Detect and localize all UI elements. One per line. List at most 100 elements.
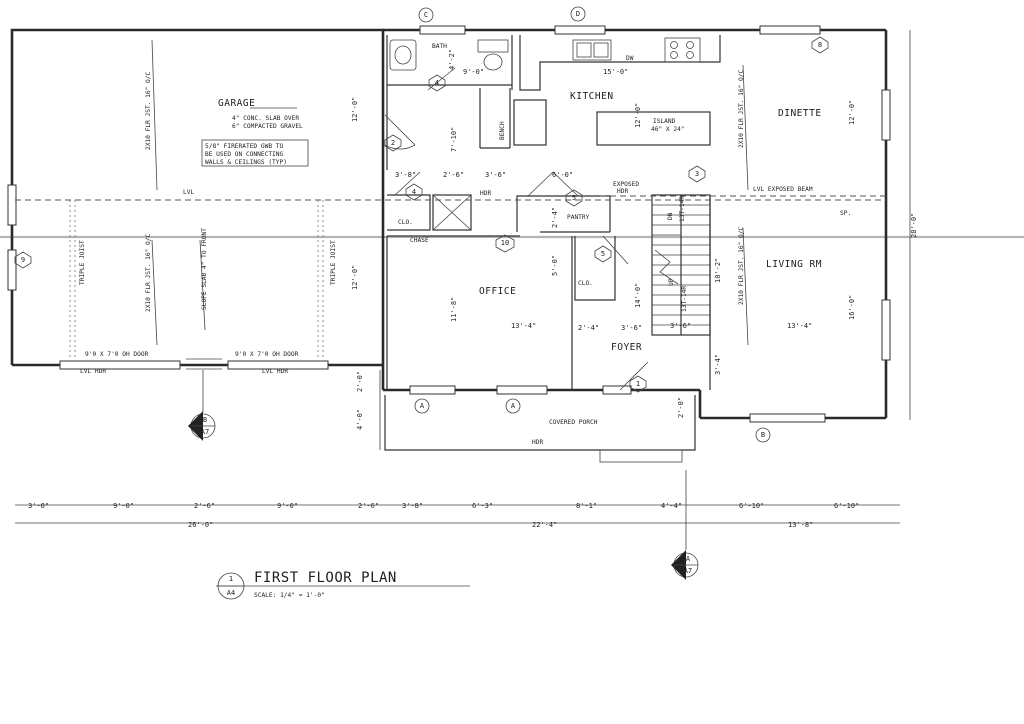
door-tag-10: 10 [501, 239, 509, 247]
room-office-label: OFFICE [479, 286, 516, 297]
dim-string-2: 9'-0" [113, 502, 134, 510]
island-label-2: 46" X 24" [651, 126, 685, 133]
structural-notes: LVL HDR EXPOSED HDR LVL EXPOSED BEAM SP.… [79, 69, 851, 446]
dim-string-9: 4'-4" [661, 502, 682, 510]
dim-string-1: 3'-0" [28, 502, 49, 510]
dim-string-11: 6'-10" [834, 502, 859, 510]
door-tag-1: 1 [636, 380, 640, 388]
reference-tags: C D A A B 8 4 2 4 5 3 10 5 9 1 [14, 6, 829, 443]
dim-string-3: 2'-6" [194, 502, 215, 510]
section-a-sheet: A7 [684, 567, 692, 575]
dim-3-8: 3'-8" [395, 171, 416, 179]
detail-number: 1 [229, 575, 233, 583]
dim-overall-22-4: 22'-4" [532, 521, 557, 529]
dishwasher-label: DW [626, 55, 634, 62]
dim-living-13-4: 13'-4" [787, 322, 812, 330]
dim-porch-2-0-right: 2'-0" [677, 397, 685, 418]
closet-label-hall: CLO. [398, 219, 413, 226]
dim-string-4: 9'-0" [277, 502, 298, 510]
garage-doors [59, 358, 329, 370]
dim-porch-2-0-left: 2'-0" [356, 371, 364, 392]
closet-label-foyer: CLO. [578, 280, 593, 287]
door-tag-4-hall: 4 [412, 188, 416, 196]
oh-door-right: 9'0 X 7'0 OH DOOR [235, 351, 299, 358]
lvl-note: LVL [183, 189, 194, 196]
hdr-note: HDR [480, 190, 491, 197]
door-tag-9: 9 [21, 256, 25, 264]
stair-13-note: 13T-14R [681, 286, 688, 312]
dim-office-13-4: 13'-4" [511, 322, 536, 330]
dim-string-10: 6'-10" [739, 502, 764, 510]
room-living-label: LIVING RM [766, 259, 822, 270]
dim-living-16: 16'-0" [848, 295, 856, 320]
dim-string-8: 8'-1" [576, 502, 597, 510]
lvl-hdr-right: LVL HDR [262, 368, 288, 375]
room-dinette-label: DINETTE [778, 108, 822, 119]
dim-kitchen-width: 15'-0" [603, 68, 628, 76]
oh-door-left: 9'0 X 7'0 OH DOOR [85, 351, 149, 358]
dim-6-0: 6'-0" [552, 171, 573, 179]
dim-garage-lower: 12'-0" [351, 265, 359, 290]
door-tag-8: 8 [818, 41, 822, 49]
grid-tag-a-right: A [511, 402, 516, 410]
sp-note: SP. [840, 210, 851, 217]
slope-slab-note: SLOPE SLAB 4" TO FRONT [201, 228, 208, 310]
interior-walls [386, 35, 721, 390]
stair-dn-note: DN [667, 212, 674, 220]
door-tag-5-closet: 5 [601, 250, 605, 258]
plan-title: FIRST FLOOR PLAN [254, 570, 397, 586]
dim-office-11-8: 11'-8" [450, 297, 458, 322]
windows [7, 25, 891, 423]
fire-note-line-2: BE USED ON CONNECTING [205, 151, 284, 158]
grid-tag-a-left: A [420, 402, 425, 410]
section-b-sheet: A7 [201, 428, 209, 436]
door-tag-3: 3 [695, 170, 699, 178]
joist-note-living: 2X10 FLR JST. 16" O/C [738, 226, 745, 305]
dim-office-5: 5'-0" [551, 255, 559, 276]
plan-scale: SCALE: 1/4" = 1'-0" [254, 592, 325, 599]
hdr-porch-note: HDR [532, 439, 543, 446]
title-block: 1 A4 FIRST FLOOR PLAN SCALE: 1/4" = 1'-0… [217, 570, 397, 600]
garage-note-line-1: 4" CONC. SLAB OVER [232, 115, 299, 122]
dim-foyer-2-4: 2'-4" [578, 324, 599, 332]
dim-bath-width: 4'-2" [448, 49, 456, 70]
section-b-letter: B [203, 416, 207, 424]
dim-overall-13-8: 13'-8" [788, 521, 813, 529]
dimension-labels: 4'-2" 9'-0" 15'-0" 12'-0" 12'-0" 7'-10" … [28, 49, 918, 529]
triple-joist-left: TRIPLE JOIST [79, 240, 86, 285]
joist-note-dinette: 2X10 FLR JST. 16" O/C [738, 69, 745, 148]
dimension-lines [15, 30, 911, 587]
bench-label: BENCH [499, 121, 506, 140]
door-tag-5-pantry: 5 [572, 194, 576, 202]
joist-note-garage-upper: 2X10 FLR JST. 16" O/C [145, 71, 152, 150]
dim-porch-4-0: 4'-0" [356, 409, 364, 430]
section-markers: B A7 A A7 [188, 370, 699, 580]
dim-house-28: 28'-0" [910, 213, 918, 238]
dim-foyer-3-4: 3'-4" [714, 354, 722, 375]
detail-sheet: A4 [227, 589, 235, 597]
lvl-exposed-beam-note: LVL EXPOSED BEAM [753, 186, 813, 193]
door-tag-2: 2 [391, 139, 395, 147]
exposed-hdr-note-1: EXPOSED [613, 181, 639, 188]
room-garage-label: GARAGE [218, 98, 255, 109]
dim-foyer-14: 14'-0" [634, 283, 642, 308]
dim-3-6: 3'-6" [485, 171, 506, 179]
door-swings [384, 67, 649, 391]
dim-stair-3-6: 3'-6" [670, 322, 691, 330]
stair-up-2-note: UP [668, 278, 675, 286]
room-kitchen-label: KITCHEN [570, 91, 614, 102]
joist-note-garage-lower: 2X10 FLR JST. 16" O/C [145, 233, 152, 312]
fire-note-line-1: 5/8" FIRERATED GWB TO [205, 143, 284, 150]
dim-2-6: 2'-6" [443, 171, 464, 179]
dim-bath-length: 9'-0" [463, 68, 484, 76]
fixtures [389, 37, 701, 71]
grid-tag-c: C [424, 11, 428, 19]
triple-joist-right: TRIPLE JOIST [330, 240, 337, 285]
garage-note-line-2: 6" COMPACTED GRAVEL [232, 123, 303, 130]
section-a-letter: A [686, 555, 691, 563]
grid-tag-d: D [576, 10, 580, 18]
dim-string-7: 6'-3" [472, 502, 493, 510]
dim-foyer-3-6: 3'-6" [621, 324, 642, 332]
dim-hall-7-10: 7'-10" [450, 127, 458, 152]
